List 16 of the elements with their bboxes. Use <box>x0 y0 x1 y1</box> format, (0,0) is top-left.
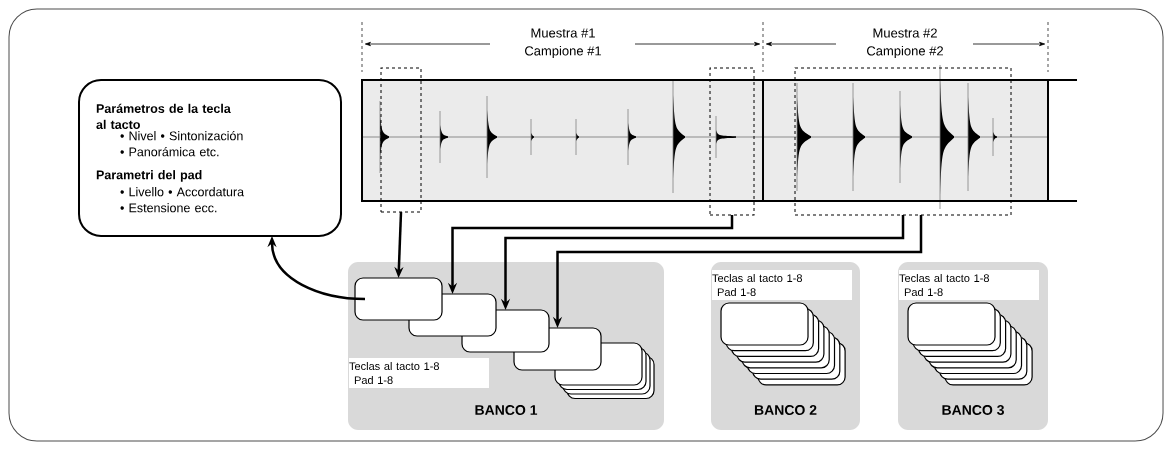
pad-label: Teclas al tacto 1-8 Pad 1-8 <box>349 358 489 388</box>
bank-label: BANCO 3 <box>942 405 1004 415</box>
selection-box <box>794 67 1012 216</box>
pad-label: Teclas al tacto 1-8 Pad 1-8 <box>712 270 852 300</box>
selection-box <box>709 67 755 216</box>
dimension-label: Campione #1 <box>525 45 601 59</box>
dimension-label: Muestra #2 <box>873 28 937 38</box>
dimension-label: Muestra #1 <box>531 28 595 38</box>
dimension-label: Campione #2 <box>867 45 943 59</box>
bank-label: BANCO 2 <box>754 405 817 415</box>
waveform-box <box>361 79 1049 202</box>
pad-label: Teclas al tacto 1-8 Pad 1-8 <box>899 270 1039 300</box>
parameter-box: Parámetros de la tecla al tacto • Nivel • Sintonización • Panorámica etc. Parametri del pad • Livello • Accordatura • Estensione ecc. <box>78 79 342 237</box>
selection-box <box>380 67 422 213</box>
bank-label: BANCO 1 <box>475 405 538 415</box>
pad <box>354 277 443 321</box>
